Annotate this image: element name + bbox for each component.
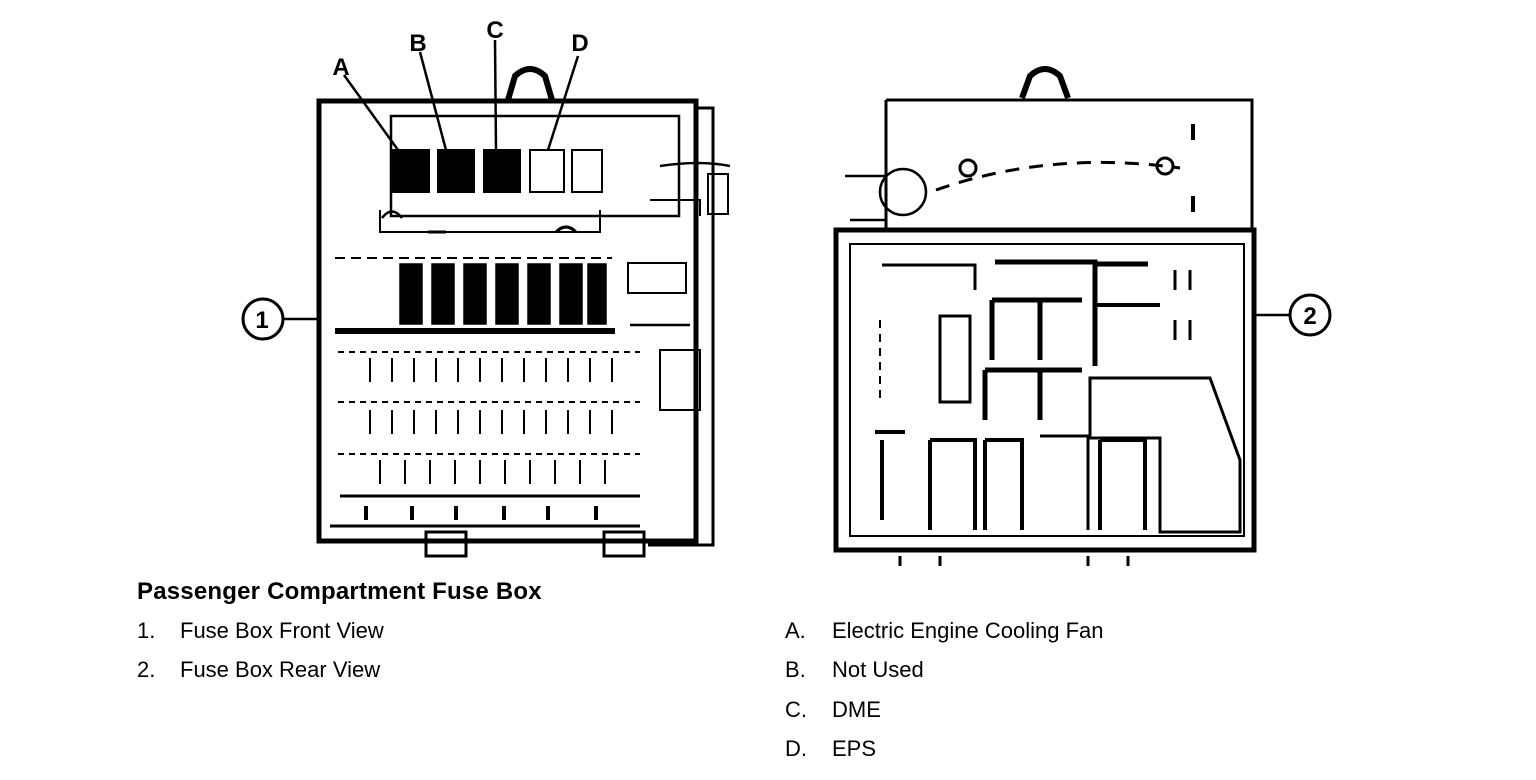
callout-d: D bbox=[571, 30, 588, 57]
legend-item-relay-c: C. DME bbox=[785, 690, 1103, 730]
legend-key: 2. bbox=[137, 657, 156, 683]
legend-key: D. bbox=[785, 736, 807, 762]
legend-label: Not Used bbox=[832, 657, 924, 683]
legend-label: EPS bbox=[832, 736, 877, 762]
caption-title: Passenger Compartment Fuse Box bbox=[137, 578, 542, 605]
relay-legend: A. Electric Engine Cooling Fan B. Not Us… bbox=[785, 611, 1103, 769]
legend-label: DME bbox=[832, 696, 881, 722]
legend-key: C. bbox=[785, 696, 807, 722]
legend-item-relay-b: B. Not Used bbox=[785, 651, 1103, 691]
legend-item-relay-a: A. Electric Engine Cooling Fan bbox=[785, 611, 1103, 651]
legend-key: A. bbox=[785, 617, 806, 643]
legend-item-rear-view: 2. Fuse Box Rear View bbox=[137, 651, 384, 691]
callout-a: A bbox=[332, 54, 349, 81]
legend-item-front-view: 1. Fuse Box Front View bbox=[137, 611, 384, 651]
fuse-box-rear-view bbox=[833, 66, 1257, 566]
legend-key: 1. bbox=[137, 617, 156, 643]
legend-label: Fuse Box Front View bbox=[180, 617, 384, 643]
callout-c: C bbox=[486, 17, 503, 44]
callout-front-view: 1 bbox=[255, 307, 268, 334]
legend-label: Fuse Box Rear View bbox=[180, 657, 381, 683]
fuse-box-diagram: A B C D 1 2 bbox=[241, 17, 1332, 566]
view-legend: 1. Fuse Box Front View 2. Fuse Box Rear … bbox=[137, 611, 384, 690]
legend-item-relay-d: D. EPS bbox=[785, 730, 1103, 770]
fuse-box-front-view bbox=[316, 66, 731, 558]
legend-key: B. bbox=[785, 657, 806, 683]
legend-label: Electric Engine Cooling Fan bbox=[832, 617, 1104, 643]
callout-b: B bbox=[409, 30, 426, 57]
callout-rear-view: 2 bbox=[1303, 303, 1316, 330]
